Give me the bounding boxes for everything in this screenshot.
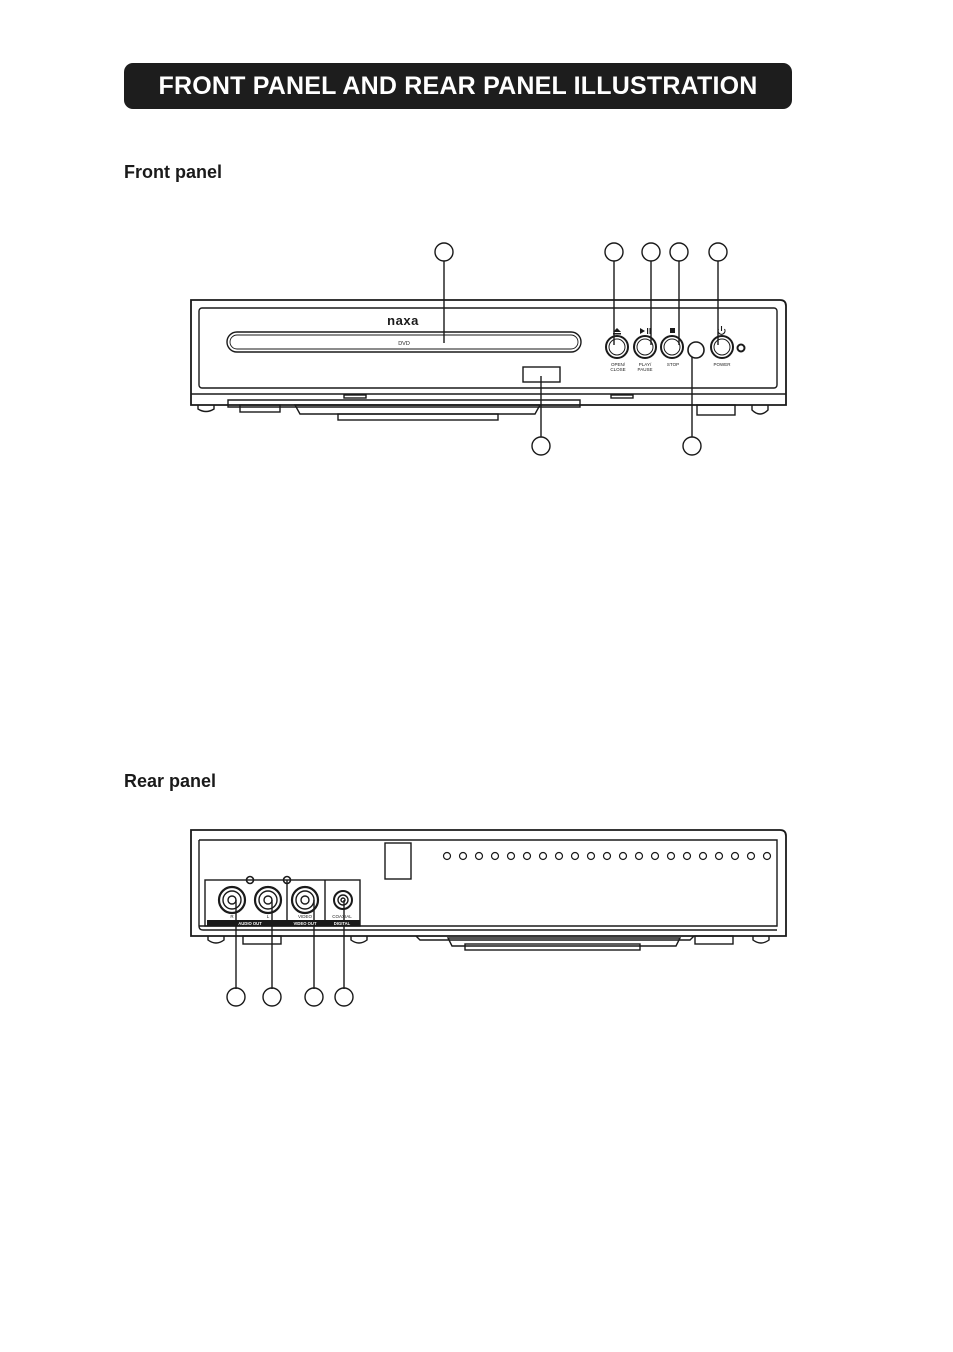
vent-holes	[444, 853, 771, 860]
rear-panel-illustration: R L VIDEO COAXIAL AUDIO OUT VIDEO OUT DI…	[0, 820, 953, 1020]
callout-ir-sensor	[532, 437, 550, 455]
callout-video-out	[305, 988, 323, 1006]
page-title: FRONT PANEL AND REAR PANEL ILLUSTRATION	[124, 63, 792, 109]
coaxial-jack	[334, 891, 352, 909]
jack-label-coaxial: COAXIAL	[332, 914, 352, 919]
group-label-audio-out: AUDIO OUT	[238, 921, 262, 926]
jack-label-r: R	[230, 914, 234, 919]
front-panel-heading: Front panel	[124, 162, 222, 183]
usb-port	[688, 342, 704, 358]
front-face	[199, 308, 777, 388]
standby-led	[738, 345, 745, 352]
group-label-video-out: VIDEO OUT	[293, 921, 316, 926]
callout-stop	[670, 243, 688, 261]
open-close-label-2: CLOSE	[610, 367, 625, 372]
power-label: POWER	[713, 362, 731, 367]
rear-panel-heading: Rear panel	[124, 771, 216, 792]
callout-play-pause	[642, 243, 660, 261]
tray-label: DVD	[398, 341, 410, 347]
power-cord-inlet	[385, 843, 411, 879]
callout-usb	[683, 437, 701, 455]
callout-open-close	[605, 243, 623, 261]
front-panel-illustration: naxa DVD OPEN/ CLOSE PLAY/ PAUSE STOP PO…	[0, 230, 953, 460]
play-pause-icon	[640, 328, 645, 334]
brand-logo: naxa	[387, 313, 419, 328]
stop-label: STOP	[667, 362, 679, 367]
stop-icon	[670, 328, 675, 333]
callout-audio-r	[227, 988, 245, 1006]
group-label-digital: DIGITAL	[334, 921, 351, 926]
jack-label-l: L	[267, 914, 270, 919]
callout-power	[709, 243, 727, 261]
play-pause-label-2: PAUSE	[638, 367, 653, 372]
callout-audio-l	[263, 988, 281, 1006]
jack-label-video: VIDEO	[298, 914, 313, 919]
callout-disc-tray	[435, 243, 453, 261]
callout-coaxial	[335, 988, 353, 1006]
